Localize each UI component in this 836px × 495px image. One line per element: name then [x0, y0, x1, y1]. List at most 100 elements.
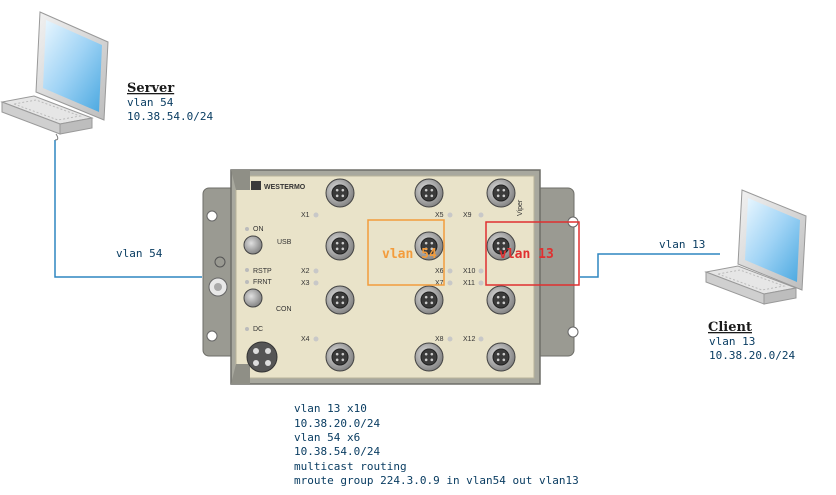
port-pin	[430, 247, 434, 251]
port-label-x9: X9	[463, 212, 472, 219]
port-pin	[496, 301, 500, 305]
port-label-x2: X2	[301, 268, 310, 275]
port-label-x4: X4	[301, 336, 310, 343]
port-pin	[335, 194, 339, 198]
port-pin	[335, 358, 339, 362]
vlan13-highlight-label: vlan 13	[499, 247, 554, 262]
port-pin	[424, 352, 428, 356]
port-pin	[341, 188, 345, 192]
port-pin	[335, 241, 339, 245]
left-link-label: vlan 54	[116, 247, 163, 260]
note-line-5: multicast routing	[294, 460, 407, 473]
port-pin	[496, 241, 500, 245]
port-pin	[341, 241, 345, 245]
port-pin	[335, 352, 339, 356]
brand-label: WESTERMO	[264, 184, 306, 191]
port-label-x10: X10	[463, 268, 476, 275]
port-label-x5: X5	[435, 212, 444, 219]
port-socket	[420, 184, 438, 202]
led-label-dc: DC	[253, 326, 263, 333]
port-pin	[341, 247, 345, 251]
port-socket	[331, 237, 349, 255]
port-pin	[335, 295, 339, 299]
port-pin	[496, 358, 500, 362]
vlan54-highlight-box	[367, 219, 445, 286]
port-pin	[341, 295, 345, 299]
port-socket	[420, 237, 438, 255]
port-socket	[420, 348, 438, 366]
port-socket	[492, 184, 510, 202]
port-label-x12: X12	[463, 336, 476, 343]
port-pin	[430, 295, 434, 299]
port-socket	[331, 348, 349, 366]
port-pin	[424, 301, 428, 305]
led-label-on: ON	[253, 226, 264, 233]
port-pin	[424, 295, 428, 299]
port-label-x3: X3	[301, 280, 310, 287]
port-pin	[502, 188, 506, 192]
port-pin	[335, 188, 339, 192]
port-pin	[502, 352, 506, 356]
port-label-x7: X7	[435, 280, 444, 287]
port-label-x11: X11	[463, 280, 475, 287]
note-line-4: 10.38.54.0/24	[294, 445, 380, 458]
port-pin	[341, 194, 345, 198]
port-pin	[341, 301, 345, 305]
port-pin	[430, 241, 434, 245]
port-pin	[341, 358, 345, 362]
server-title: Server	[127, 81, 174, 96]
port-pin	[496, 352, 500, 356]
note-line-3: vlan 54 x6	[294, 431, 360, 444]
port-pin	[502, 295, 506, 299]
port-socket	[420, 291, 438, 309]
port-pin	[502, 358, 506, 362]
con-label: CON	[276, 306, 292, 313]
port-pin	[424, 241, 428, 245]
port-pin	[424, 188, 428, 192]
port-pin	[341, 352, 345, 356]
port-pin	[496, 247, 500, 251]
led-label-frnt: FRNT	[253, 279, 272, 286]
port-pin	[430, 194, 434, 198]
port-pin	[502, 241, 506, 245]
port-pin	[430, 188, 434, 192]
usb-label: USB	[277, 239, 292, 246]
client-subnet: 10.38.20.0/24	[709, 349, 795, 362]
port-pin	[430, 301, 434, 305]
port-pin	[430, 358, 434, 362]
led-label-rstp: RSTP	[253, 268, 272, 275]
server-link-line	[54, 140, 202, 278]
server-subnet: 10.38.54.0/24	[127, 110, 213, 123]
server-computer-icon	[0, 11, 109, 141]
port-socket	[492, 348, 510, 366]
note-line-1: vlan 13 x10	[294, 402, 367, 415]
port-pin	[502, 247, 506, 251]
model-label: Viper	[517, 199, 524, 216]
right-link-label: vlan 13	[659, 238, 705, 251]
client-computer-icon	[704, 189, 807, 305]
port-pin	[424, 247, 428, 251]
client-vlan: vlan 13	[709, 335, 755, 348]
port-socket	[331, 184, 349, 202]
port-pin	[496, 295, 500, 299]
port-socket	[492, 237, 510, 255]
port-pin	[496, 194, 500, 198]
port-pin	[335, 301, 339, 305]
port-pin	[335, 247, 339, 251]
westermo-viper-switch: WESTERMO Viper USB CON ON RSTP FRNT DC X…	[202, 169, 579, 385]
port-pin	[502, 194, 506, 198]
port-pin	[424, 194, 428, 198]
note-line-6: mroute group 224.3.0.9 in vlan54 out vla…	[294, 474, 579, 487]
vlan13-highlight-box	[485, 221, 580, 286]
port-label-x6: X6	[435, 268, 444, 275]
note-line-2: 10.38.20.0/24	[294, 417, 380, 430]
port-pin	[424, 358, 428, 362]
port-pin	[430, 352, 434, 356]
server-vlan: vlan 54	[127, 96, 174, 109]
port-label-x8: X8	[435, 336, 444, 343]
port-label-x1: X1	[301, 212, 310, 219]
vlan54-highlight-label: vlan 54	[382, 247, 437, 262]
client-title: Client	[708, 320, 752, 335]
port-socket	[492, 291, 510, 309]
